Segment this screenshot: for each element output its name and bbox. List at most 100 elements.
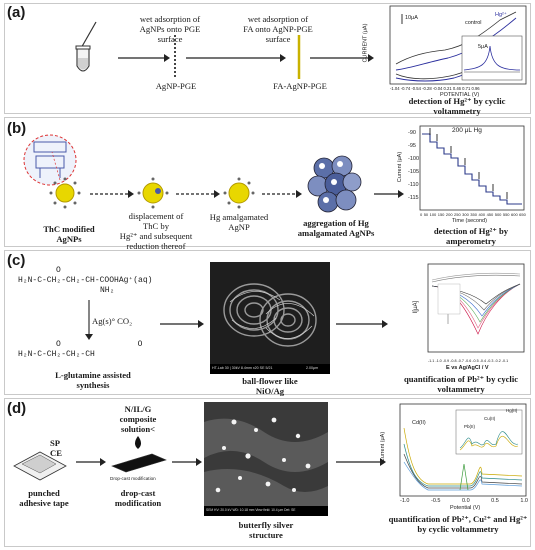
- aggregate-label-1: aggregation of Hg: [303, 218, 369, 228]
- xtick: 250: [454, 212, 461, 217]
- drop-cast-electrode-icon: [111, 453, 167, 473]
- graph-a-scale: 10μA: [405, 15, 418, 21]
- adhesive-tape-icon: [13, 451, 67, 481]
- ytick: -115: [408, 195, 419, 201]
- ytick: -100: [408, 156, 420, 162]
- glutamine-line3: NH₂: [100, 286, 115, 295]
- drop-cast-caption-1: drop-cast: [120, 488, 156, 498]
- arrow-d1: [76, 458, 106, 466]
- graph-d-peak-cd: Cd(II): [412, 420, 426, 426]
- composite-line3: solution<: [120, 424, 156, 434]
- graph-a-xlabel: POTENTIAL (V): [440, 92, 480, 98]
- step1-text: wet adsorption of AgNPs onto PGE surface: [114, 14, 226, 44]
- xtick: 550: [502, 212, 510, 217]
- reagent-text: Ag(s)° CO₂: [92, 316, 133, 326]
- amperometry-xticks: 0 50 100 150 200 250 300 350 400 450 500…: [420, 212, 526, 218]
- ytick: -95: [408, 143, 416, 149]
- aggregate-label: aggregation of Hg amalgamated AgNPs: [290, 218, 382, 238]
- graph-d-xticks: -1.0 -0.5 0.0 0.5 1.0: [400, 498, 528, 504]
- arrow-a3: [310, 54, 374, 62]
- xtick: 1.0: [520, 498, 528, 504]
- aggregate-label-2: amalgamated AgNPs: [297, 228, 375, 238]
- hg-amalgam-icon: [223, 177, 255, 209]
- graph-a-caption-1: detection of Hg²⁺ by cyclic: [408, 96, 506, 106]
- glutamine-line1: O: [56, 266, 61, 275]
- amperometry-graph: [419, 125, 525, 211]
- panel-d: [4, 398, 531, 547]
- drop-cast-tag: Drop-cast modification: [110, 476, 156, 481]
- amperometry-xlabel: Time (second): [452, 218, 487, 224]
- panel-a: [4, 3, 531, 114]
- graph-c-xlabel: E vs Ag/AgCl / V: [446, 365, 489, 371]
- step2-line1: wet adsorption of: [247, 14, 309, 24]
- xtick: 600: [511, 212, 518, 217]
- graph-a-xticks: -1.04 -0.74 -0.54 -0.28 -0.04 0.21 0.46 …: [390, 86, 480, 91]
- step2-text: wet adsorption of FA onto AgNP-PGE surfa…: [222, 14, 334, 44]
- displacement-agnp-icon: [137, 177, 169, 209]
- ytick: -110: [408, 182, 419, 188]
- panel-d-label: (d): [7, 400, 27, 417]
- step1-line1: wet adsorption of: [139, 14, 201, 24]
- product-line1: O O: [56, 340, 143, 349]
- thc-agnp-icon: [49, 151, 81, 209]
- sem-image-butterfly: SEM HV: 20.0 kV WD: 10.18 mm View field:…: [204, 402, 328, 516]
- graph-c-xticks: -1.1 -1.0 -0.9 -0.8 -0.7 -0.6 -0.5 -0.4 …: [428, 359, 509, 363]
- xtick: 350: [470, 212, 477, 217]
- graph-a-ylabel: CURRENT (μA): [362, 23, 369, 63]
- synthesis-caption: L-glutamine assisted synthesis: [28, 370, 158, 390]
- arrow-b1: [90, 190, 134, 198]
- displacement-line1: displacement of: [128, 211, 184, 221]
- thc-agnp-label: ThC modified AgNPs: [32, 224, 106, 244]
- displacement-line3: Hg²⁺ and subsequent: [119, 231, 193, 241]
- step2-line3: surface: [265, 34, 291, 44]
- xtick: 300: [462, 212, 469, 217]
- drop-cast-caption: drop-cast modification: [104, 488, 172, 508]
- sem-image-ballflower: HT-Lab 30 | 30kV 8.4mm x20 SE 5/21 2.00μ…: [210, 262, 330, 374]
- panel-c-label: (c): [7, 252, 26, 269]
- xtick: 100: [429, 212, 437, 217]
- hg-amalgam-label-1: Hg amalgamated: [209, 212, 269, 222]
- sem-d-caption: butterfly silver structure: [222, 520, 310, 540]
- panel-a-label: (a): [7, 4, 26, 21]
- graph-a-inset-scale: 5μA: [478, 44, 488, 50]
- panel-c: [4, 250, 531, 395]
- tape-caption-2: adhesive tape: [19, 498, 69, 508]
- amperometry-caption-2: amperometry: [446, 236, 496, 246]
- thc-agnp-label-1: ThC modified: [43, 224, 95, 234]
- graph-c-caption-1: quantification of Pb²⁺ by cyclic: [403, 374, 519, 384]
- drop-icon: [135, 436, 141, 449]
- displacement-text: displacement of ThC by Hg²⁺ and subseque…: [118, 211, 194, 251]
- xtick: 200: [445, 212, 453, 217]
- tube-icon: [75, 21, 97, 72]
- node-fa-agnp-pge: FA-AgNP-PGE: [273, 81, 327, 91]
- synthesis-caption-1: L-glutamine assisted: [55, 370, 131, 380]
- thc-agnp-label-2: AgNPs: [56, 234, 82, 244]
- step1-line2: AgNPs onto PGE: [139, 24, 201, 34]
- step1-line3: surface: [157, 34, 183, 44]
- graph-d-ylabel: Current (μA): [380, 431, 387, 463]
- xtick: 0.0: [462, 498, 470, 504]
- cv-graph-c: [427, 263, 525, 353]
- tape-caption: punched adhesive tape: [10, 488, 78, 508]
- graph-d-caption-1: quantification of Pb²⁺, Cu²⁺ and Hg²⁺: [388, 514, 528, 524]
- product-structure: O O H₂N-C-CH₂-CH₂-CH: [18, 340, 178, 360]
- arrow-a2: [186, 54, 286, 62]
- cv-graph-a: [389, 5, 527, 85]
- xtick: 500: [494, 212, 502, 217]
- xtick: 450: [486, 212, 494, 217]
- amperometry-caption-1: detection of Hg²⁺ by: [433, 226, 509, 236]
- graph-c-caption-2: voltammetry: [437, 384, 485, 394]
- tape-caption-1: punched: [28, 488, 60, 498]
- composite-label: N/IL/G composite solution<: [108, 404, 168, 434]
- xtick: 50: [423, 212, 429, 217]
- panel-b: [4, 117, 531, 247]
- glutamine-line2: H₂N-C-CH₂-CH₂-CH-COOHAg⁺(aq): [18, 276, 153, 285]
- graph-d-caption: quantification of Pb²⁺, Cu²⁺ and Hg²⁺ by…: [386, 514, 530, 534]
- arrow-b4: [374, 190, 404, 198]
- graph-d-xlabel: Potential (V): [450, 505, 481, 511]
- spce-line1: SP: [50, 438, 61, 448]
- spce-label: SP CE: [50, 438, 70, 458]
- amperometry-caption: detection of Hg²⁺ by amperometry: [412, 226, 530, 246]
- sem-c-caption-1: ball-flower like: [242, 376, 298, 386]
- graph-d-peak-hg: Hg(II): [506, 408, 518, 413]
